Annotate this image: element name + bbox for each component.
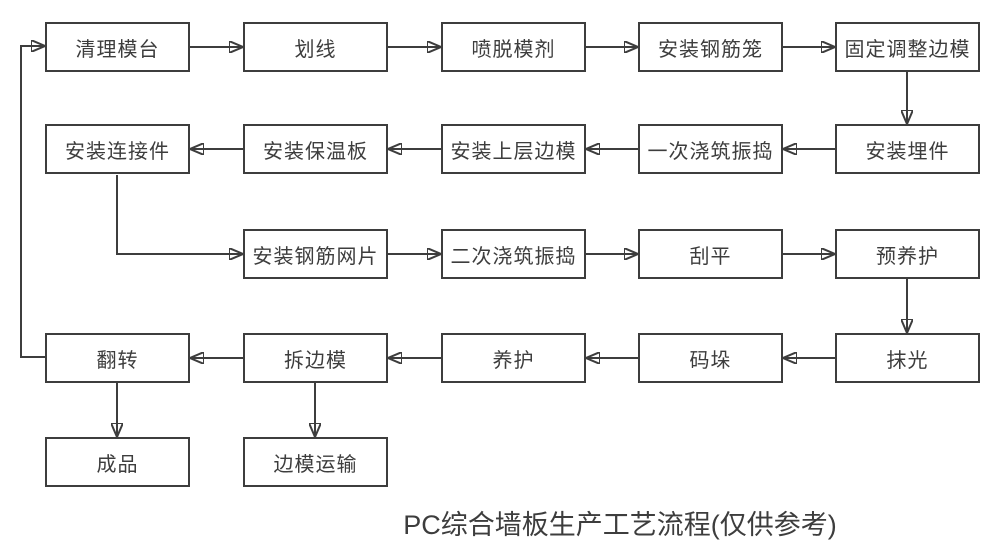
flow-node-stacking: 码垛 bbox=[638, 333, 783, 383]
flow-node-spray-release-agent: 喷脱模剂 bbox=[441, 22, 586, 72]
flow-node-install-rebar-mesh: 安装钢筋网片 bbox=[243, 229, 388, 279]
flow-node-curing: 养护 bbox=[441, 333, 586, 383]
flow-node-install-rebar-cage: 安装钢筋笼 bbox=[638, 22, 783, 72]
flow-node-first-pour-vibrate: 一次浇筑振捣 bbox=[638, 124, 783, 174]
flow-node-install-insulation: 安装保温板 bbox=[243, 124, 388, 174]
flow-node-troweling: 抹光 bbox=[835, 333, 980, 383]
flow-node-screeding: 刮平 bbox=[638, 229, 783, 279]
flow-node-install-upper-side-mold: 安装上层边模 bbox=[441, 124, 586, 174]
flow-node-marking: 划线 bbox=[243, 22, 388, 72]
edge-flip-to-clean-table-loop bbox=[20, 46, 45, 358]
flow-node-flip: 翻转 bbox=[45, 333, 190, 383]
flow-node-remove-side-mold: 拆边模 bbox=[243, 333, 388, 383]
flow-node-side-mold-transport: 边模运输 bbox=[243, 437, 388, 487]
flow-node-install-embedded-parts: 安装埋件 bbox=[835, 124, 980, 174]
diagram-title: PC综合墙板生产工艺流程(仅供参考) bbox=[403, 510, 837, 540]
flow-node-second-pour-vibrate: 二次浇筑振捣 bbox=[441, 229, 586, 279]
flow-node-finished-product: 成品 bbox=[45, 437, 190, 487]
flow-node-fix-adjust-side-mold: 固定调整边模 bbox=[835, 22, 980, 72]
edge-install-connector-to-install-rebar-mesh bbox=[116, 175, 241, 254]
flow-node-install-connector: 安装连接件 bbox=[45, 124, 190, 174]
flow-node-clean-table: 清理模台 bbox=[45, 22, 190, 72]
flow-node-pre-curing: 预养护 bbox=[835, 229, 980, 279]
